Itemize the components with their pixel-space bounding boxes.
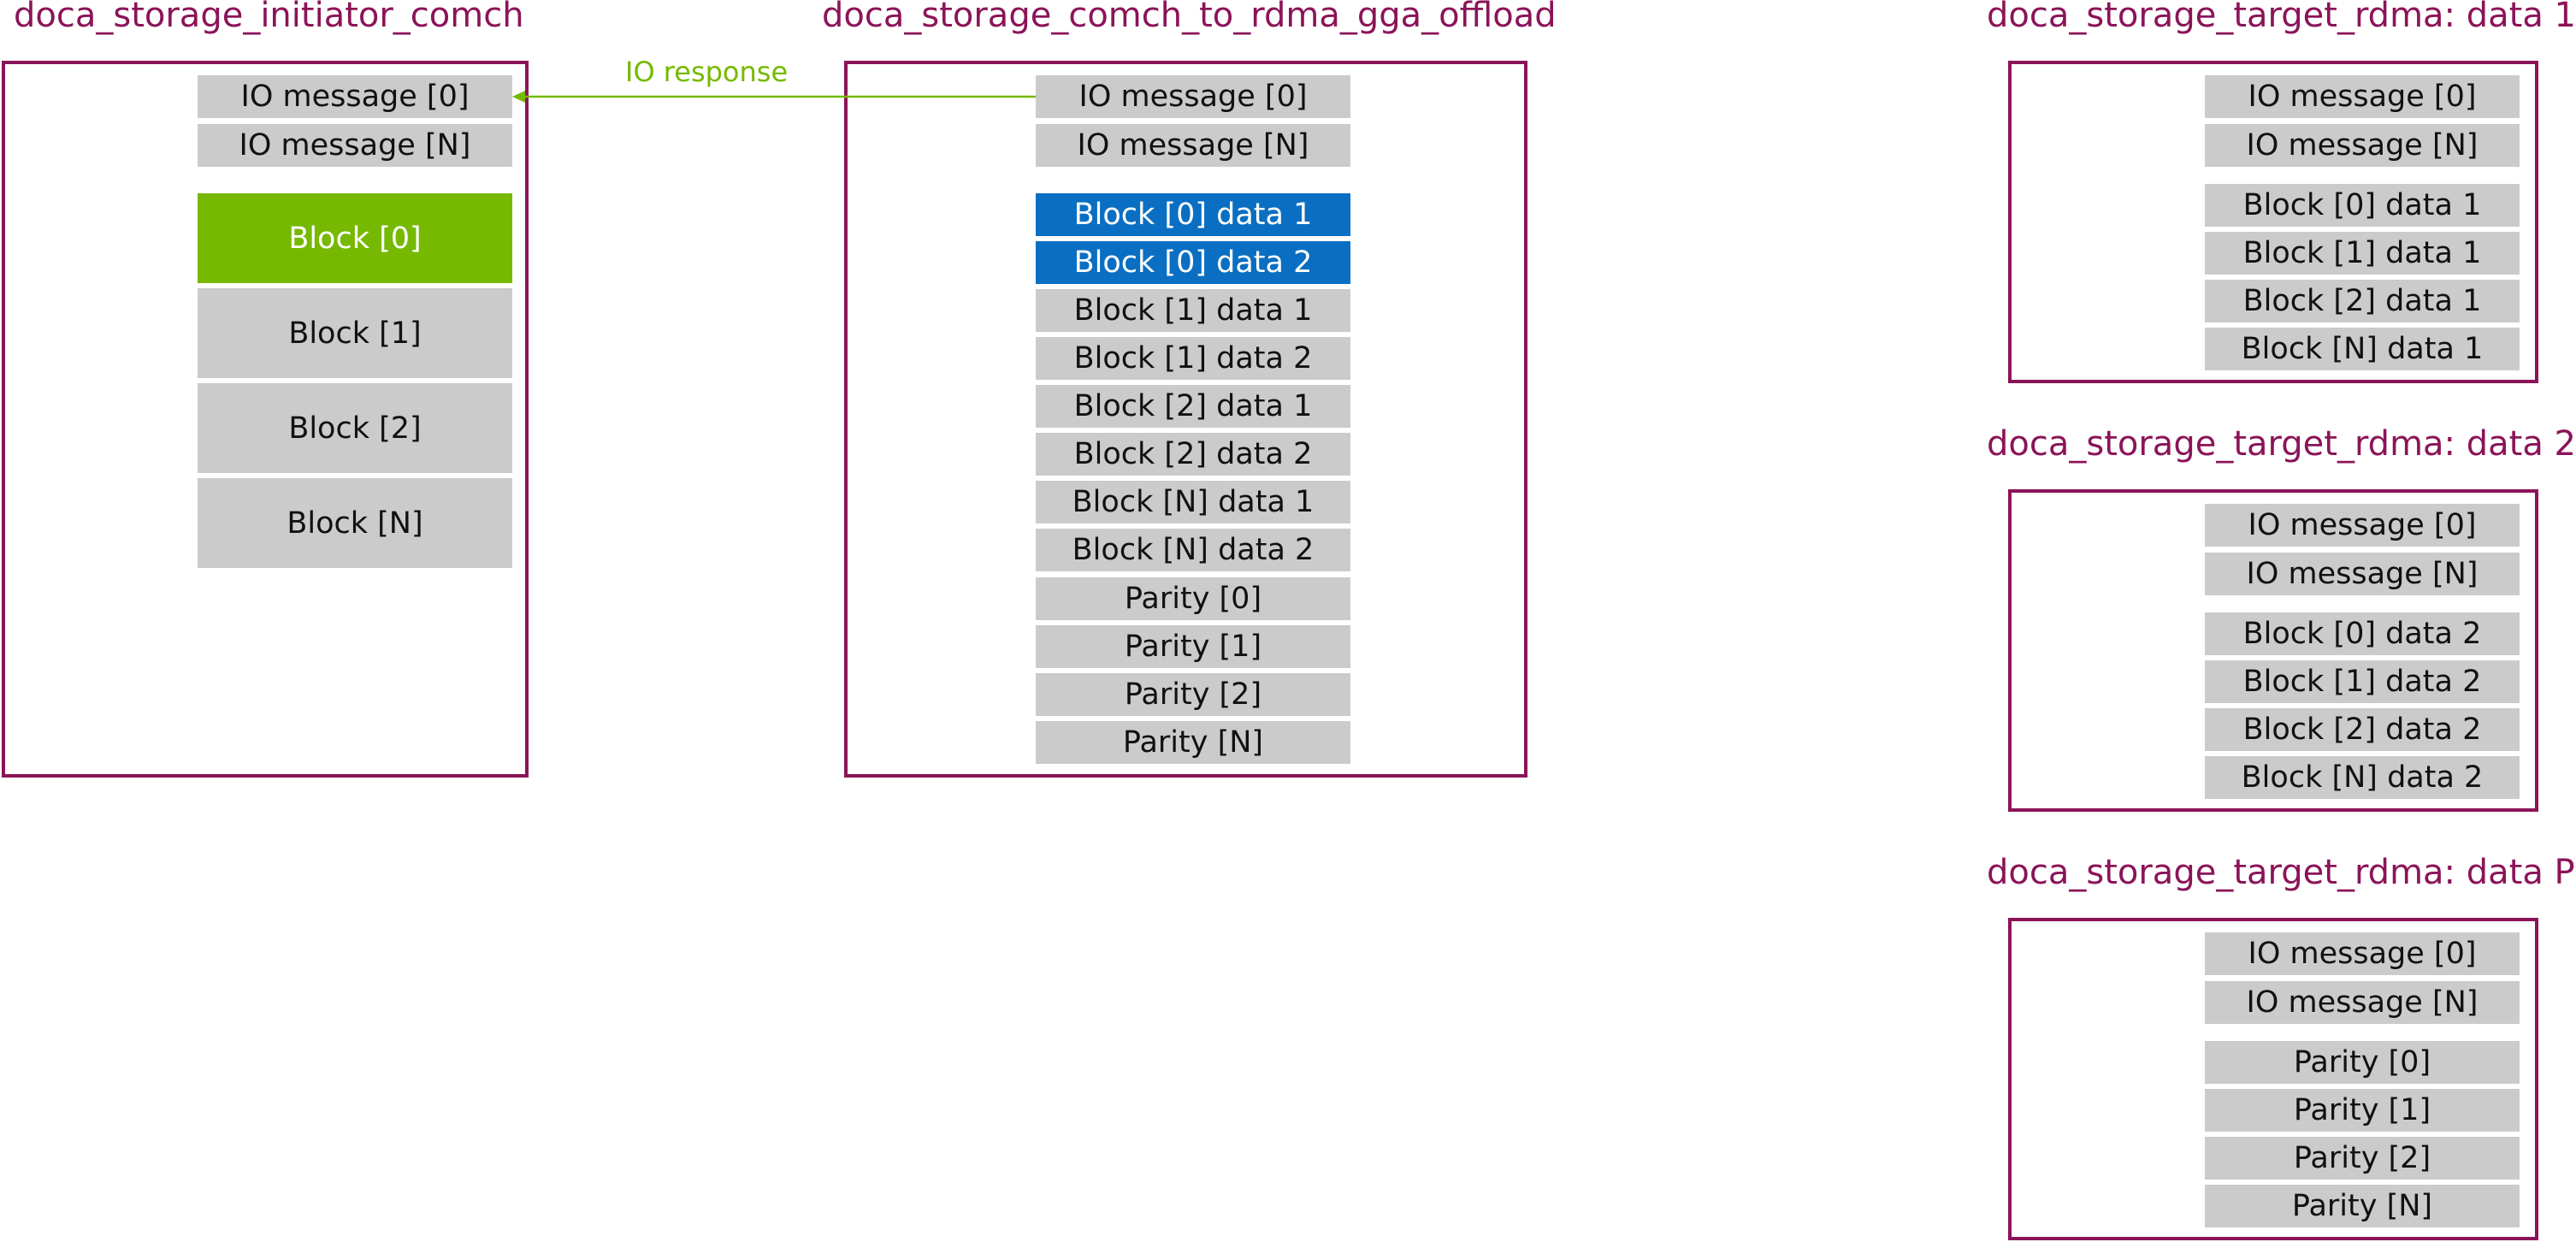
offload-block-n-data-2: Block [N] data 2 bbox=[1036, 529, 1350, 571]
target2-io-message-0: IO message [0] bbox=[2205, 504, 2520, 547]
targetP-item-1: Parity [1] bbox=[2205, 1089, 2520, 1132]
targetP-io-message-n: IO message [N] bbox=[2205, 981, 2520, 1024]
io-response-label: IO response bbox=[625, 56, 789, 88]
offload-block-0-data-1: Block [0] data 1 bbox=[1036, 193, 1350, 236]
initiator-io-message-0: IO message [0] bbox=[198, 75, 512, 118]
initiator-block-0: Block [0] bbox=[198, 193, 512, 283]
target1-item-0: Block [0] data 1 bbox=[2205, 184, 2520, 227]
target2-item-2: Block [2] data 2 bbox=[2205, 708, 2520, 751]
target1-title: doca_storage_target_rdma: data 1 bbox=[1987, 0, 2576, 35]
target1-item-2: Block [2] data 1 bbox=[2205, 280, 2520, 322]
initiator-io-message-n: IO message [N] bbox=[198, 124, 512, 167]
offload-io-message-0: IO message [0] bbox=[1036, 75, 1350, 118]
offload-parity-0: Parity [0] bbox=[1036, 577, 1350, 620]
target1-io-message-0: IO message [0] bbox=[2205, 75, 2520, 118]
target2-item-0: Block [0] data 2 bbox=[2205, 612, 2520, 655]
initiator-title: doca_storage_initiator_comch bbox=[14, 0, 524, 35]
target2-io-message-n: IO message [N] bbox=[2205, 553, 2520, 595]
target2-item-n: Block [N] data 2 bbox=[2205, 756, 2520, 799]
offload-block-1-data-2: Block [1] data 2 bbox=[1036, 337, 1350, 380]
offload-block-n-data-1: Block [N] data 1 bbox=[1036, 481, 1350, 523]
target1-io-message-n: IO message [N] bbox=[2205, 124, 2520, 167]
io-response-arrow-head bbox=[512, 91, 525, 103]
offload-io-message-n: IO message [N] bbox=[1036, 124, 1350, 167]
offload-block-0-data-2: Block [0] data 2 bbox=[1036, 241, 1350, 284]
offload-parity-2: Parity [2] bbox=[1036, 673, 1350, 716]
offload-block-2-data-2: Block [2] data 2 bbox=[1036, 433, 1350, 476]
target2-item-1: Block [1] data 2 bbox=[2205, 660, 2520, 703]
offload-block-1-data-1: Block [1] data 1 bbox=[1036, 289, 1350, 332]
targetP-title: doca_storage_target_rdma: data P bbox=[1987, 853, 2575, 892]
targetP-io-message-0: IO message [0] bbox=[2205, 932, 2520, 975]
initiator-block-2: Block [2] bbox=[198, 383, 512, 473]
targetP-item-2: Parity [2] bbox=[2205, 1137, 2520, 1180]
targetP-item-n: Parity [N] bbox=[2205, 1185, 2520, 1227]
targetP-item-0: Parity [0] bbox=[2205, 1041, 2520, 1084]
offload-title: doca_storage_comch_to_rdma_gga_offload bbox=[822, 0, 1557, 35]
offload-parity-1: Parity [1] bbox=[1036, 625, 1350, 668]
offload-block-2-data-1: Block [2] data 1 bbox=[1036, 385, 1350, 428]
offload-parity-n: Parity [N] bbox=[1036, 721, 1350, 764]
target2-title: doca_storage_target_rdma: data 2 bbox=[1987, 424, 2576, 464]
target1-item-1: Block [1] data 1 bbox=[2205, 232, 2520, 275]
initiator-block-1: Block [1] bbox=[198, 288, 512, 378]
target1-item-n: Block [N] data 1 bbox=[2205, 328, 2520, 370]
initiator-block-n: Block [N] bbox=[198, 478, 512, 568]
